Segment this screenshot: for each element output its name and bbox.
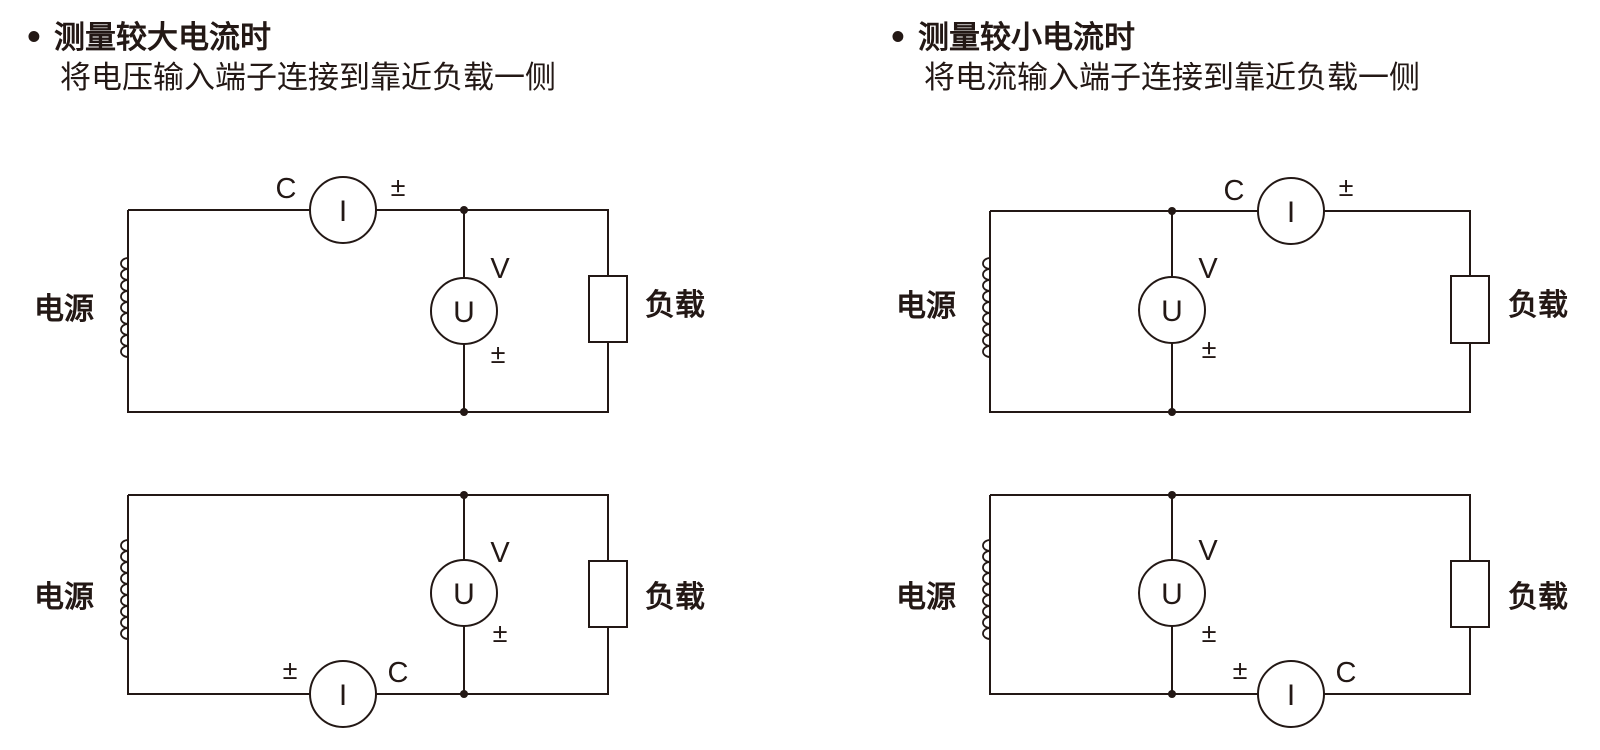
volt-label: V: [1198, 535, 1218, 567]
right-heading: • 测量较小电流时 将电流输入端子连接到靠近负载一侧: [888, 18, 1420, 98]
junction-dot: [1168, 207, 1176, 215]
volt-label: V: [1198, 253, 1218, 285]
source-coil: [120, 539, 129, 640]
plus-minus-label: ±: [1339, 172, 1354, 202]
junction-dot: [1168, 491, 1176, 499]
circuit-bottom-left: I U ± C V ± 电源 负载: [34, 491, 705, 728]
right-title: 测量较小电流时: [918, 20, 1135, 56]
left-title: 测量较大电流时: [54, 20, 271, 56]
voltmeter-label: U: [453, 578, 475, 611]
junction-dot: [460, 408, 468, 416]
ammeter-label: I: [1287, 196, 1295, 229]
source-coil: [120, 257, 129, 358]
wire-loop: [989, 210, 1471, 413]
left-subtitle: 将电压输入端子连接到靠近负载一侧: [60, 60, 556, 96]
load-resistor: [588, 275, 628, 343]
load-resistor: [1450, 275, 1490, 344]
junction-dot: [1168, 408, 1176, 416]
junction-dot: [460, 491, 468, 499]
common-terminal-label: C: [1336, 657, 1357, 689]
right-subtitle: 将电流输入端子连接到靠近负载一侧: [924, 60, 1420, 96]
voltmeter: [1138, 559, 1206, 627]
load-label: 负载: [1508, 288, 1568, 323]
volt-label: V: [490, 537, 510, 569]
plus-minus-label: ±: [1202, 618, 1217, 648]
source-label: 电源: [34, 580, 94, 615]
circuit-top-right: I U C ± V ± 电源 负载: [896, 172, 1568, 416]
source-label: 电源: [34, 292, 94, 327]
load-label: 负载: [1508, 580, 1568, 615]
junction-dot: [460, 690, 468, 698]
voltmeter: [430, 277, 498, 345]
voltmeter-label: U: [1161, 578, 1183, 611]
plus-minus-label: ±: [491, 339, 506, 369]
plus-minus-label: ±: [391, 172, 406, 202]
load-label: 负载: [645, 580, 705, 615]
left-heading: • 测量较大电流时 将电压输入端子连接到靠近负载一侧: [24, 18, 556, 98]
wire-loop: [127, 209, 609, 413]
source-label: 电源: [896, 289, 956, 324]
wire-loop: [989, 494, 1471, 695]
wire-loop: [127, 494, 609, 695]
common-terminal-label: C: [276, 173, 297, 205]
ammeter-label: I: [339, 679, 347, 712]
plus-minus-label: ±: [1202, 334, 1217, 364]
ammeter: [309, 176, 377, 244]
bullet-left: •: [24, 20, 44, 56]
ammeter-label: I: [1287, 679, 1295, 712]
voltmeter: [1138, 276, 1206, 344]
junction-dot: [1168, 690, 1176, 698]
circuit-top-left: I U C ± V ± 电源 负载: [34, 172, 705, 416]
junction-dot: [460, 206, 468, 214]
plus-minus-label: ±: [283, 655, 298, 685]
ammeter-label: I: [339, 195, 347, 228]
load-resistor: [588, 560, 628, 628]
bullet-right: •: [888, 20, 908, 56]
ammeter: [309, 660, 377, 728]
ammeter: [1257, 177, 1325, 245]
load-resistor: [1450, 560, 1490, 628]
volt-label: V: [490, 253, 510, 285]
circuit-bottom-right: I U ± ± C V 电源 负载: [896, 491, 1568, 728]
source-coil: [982, 539, 991, 640]
common-terminal-label: C: [388, 657, 409, 689]
voltmeter: [430, 559, 498, 627]
voltmeter-label: U: [453, 296, 475, 329]
plus-minus-label: ±: [493, 618, 508, 648]
voltmeter-label: U: [1161, 295, 1183, 328]
load-label: 负载: [645, 288, 705, 323]
source-coil: [982, 257, 991, 358]
source-label: 电源: [896, 580, 956, 615]
plus-minus-label: ±: [1233, 655, 1248, 685]
common-terminal-label: C: [1224, 175, 1245, 207]
ammeter: [1257, 660, 1325, 728]
